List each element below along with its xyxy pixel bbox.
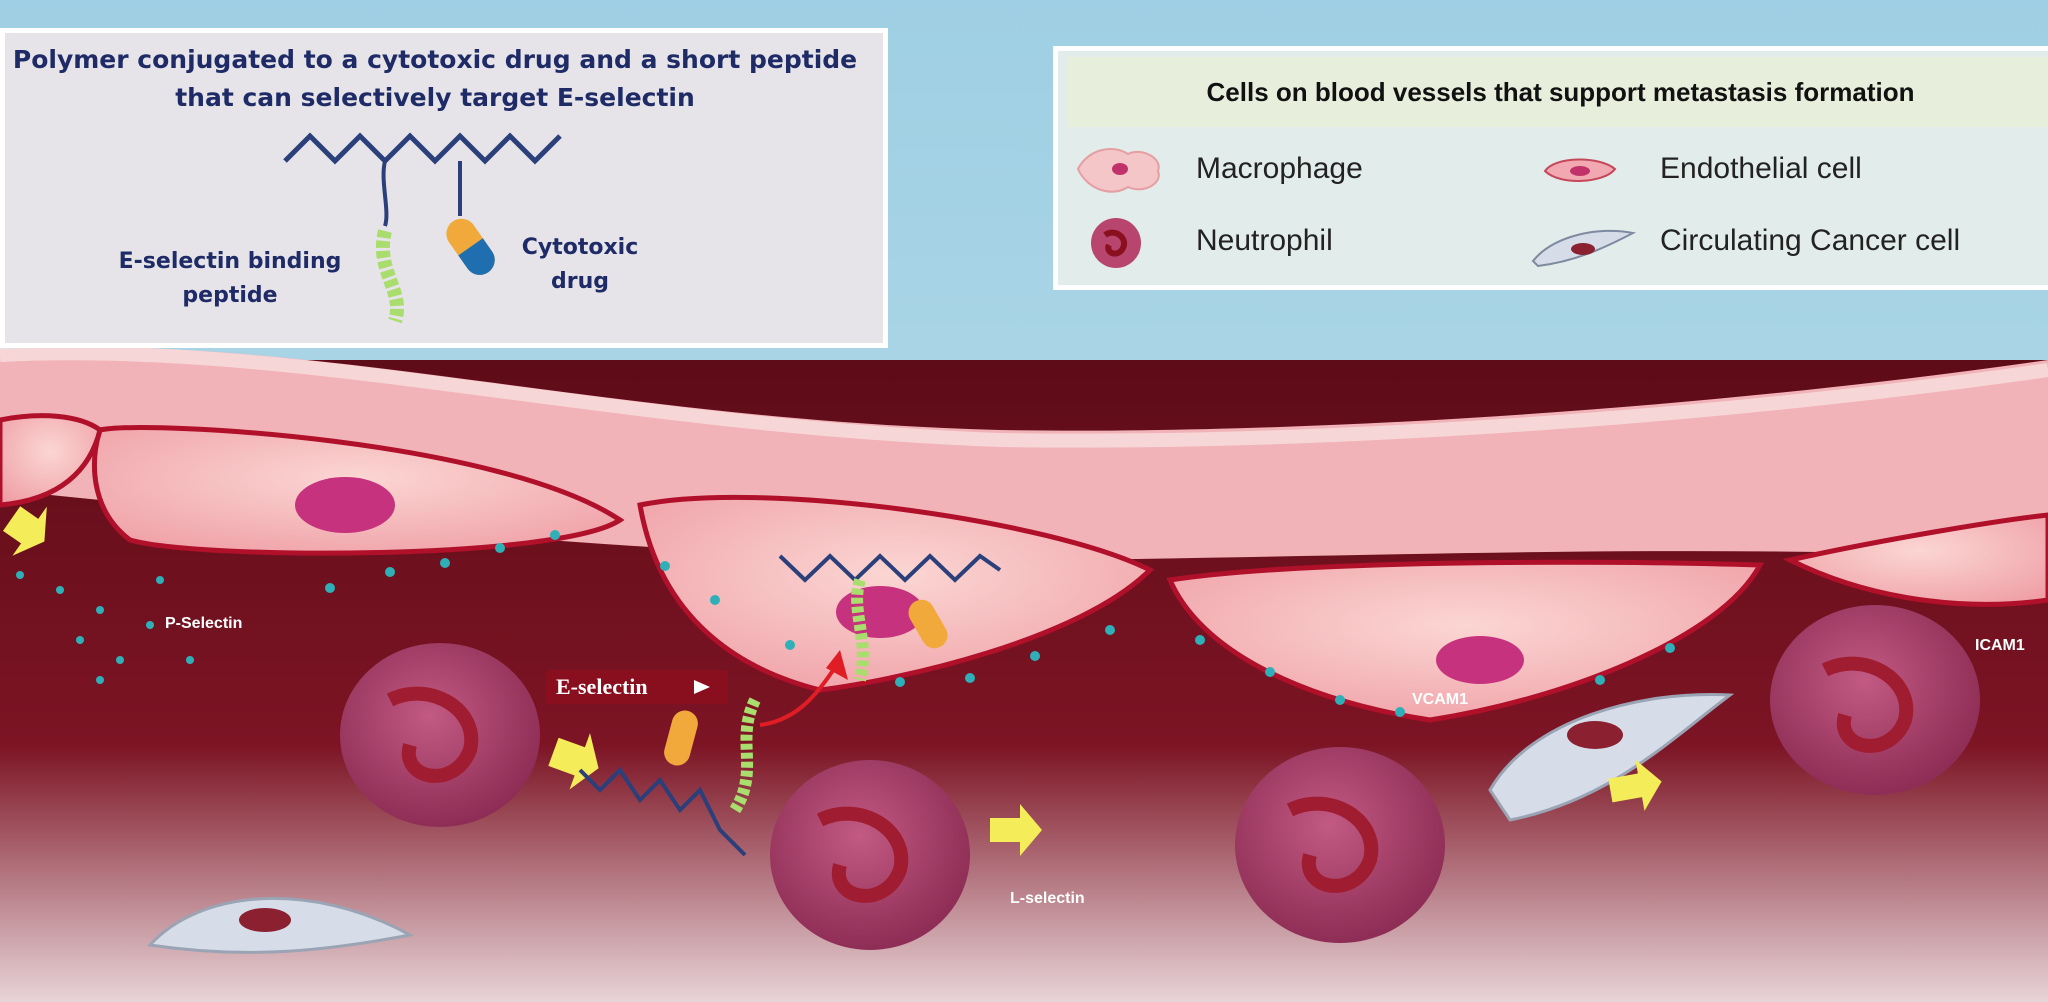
drug-capsule-icon	[446, 218, 495, 275]
drug-label-line1: Cytotoxic	[521, 235, 639, 260]
polymer-title-line2: that can selectively target E-selectin	[175, 83, 695, 112]
polymer-panel-title: Polymer conjugated to a cytotoxic drug a…	[5, 41, 865, 117]
cancer-cell-icon	[1531, 229, 1636, 268]
cancer-cells	[146, 692, 1735, 954]
legend-panel: Cells on blood vessels that support meta…	[1053, 46, 2048, 290]
endothelial-cells	[0, 413, 2048, 723]
polymer-info-panel: Polymer conjugated to a cytotoxic drug a…	[0, 28, 888, 348]
legend-item-macrophage: Macrophage	[1196, 152, 1363, 185]
icam1-label: ICAM1	[1975, 637, 2025, 654]
macrophage-icon	[1076, 148, 1160, 193]
legend-item-endothelial-cell: Endothelial cell	[1660, 152, 1862, 185]
peptide-label-line1: E-selectin binding	[118, 249, 342, 274]
peptide-icon	[376, 229, 404, 324]
e-selectin-label: E-selectin	[556, 674, 648, 699]
peptide-label: E-selectin binding peptide	[115, 245, 345, 313]
legend-title: Cells on blood vessels that support meta…	[1068, 57, 2048, 127]
vcam1-label: VCAM1	[1412, 691, 1468, 708]
drug-label-line2: drug	[550, 269, 609, 294]
p-selectin-label: P-Selectin	[165, 615, 242, 632]
vessel-wall-texture	[0, 346, 2048, 448]
e-selectin-tag: E-selectin	[546, 670, 728, 704]
polymer-title-line1: Polymer conjugated to a cytotoxic drug a…	[12, 45, 858, 74]
neutrophil-icon	[1091, 218, 1141, 268]
polymer-diagram	[283, 132, 562, 324]
endothelial-cell-icon	[1543, 158, 1617, 182]
legend-item-circulating-cancer-cell: Circulating Cancer cell	[1660, 224, 1961, 257]
l-selectin-label: L-selectin	[1010, 890, 1085, 907]
selectin-receptors	[16, 530, 1675, 717]
legend-item-neutrophil: Neutrophil	[1196, 224, 1333, 257]
polymer-drug-conjugate	[578, 553, 1002, 857]
drug-label: Cytotoxic drug	[500, 231, 660, 299]
peptide-label-line2: peptide	[182, 283, 278, 308]
neutrophil-cells	[340, 605, 1980, 950]
